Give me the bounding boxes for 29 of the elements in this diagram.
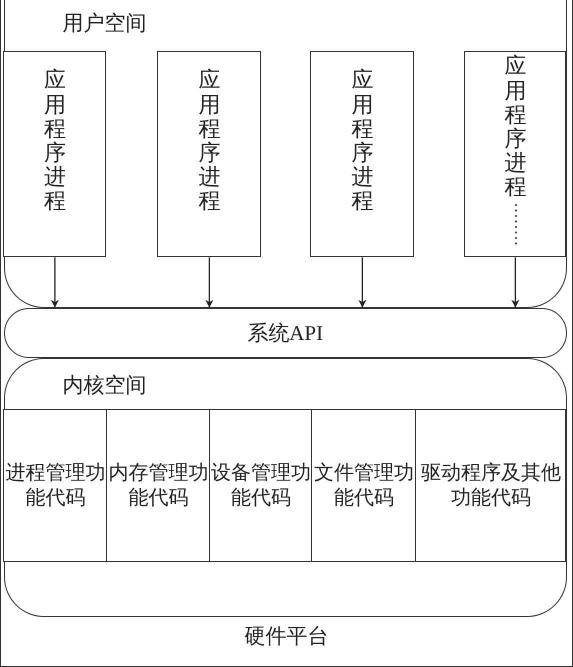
module-cell (415, 409, 566, 562)
module-label: 设备管理功能代码 (210, 460, 312, 511)
panel-heading: 用户空间 (62, 10, 147, 37)
process-box (310, 51, 414, 258)
module-cell (209, 409, 312, 562)
arrow (358, 257, 366, 308)
module-label: 驱动程序及其他功能代码 (420, 460, 562, 511)
process-label: 应用程序进程 (351, 68, 374, 214)
process-label: 应用程序进程 (198, 68, 220, 214)
process-label: 应用程序进程 (504, 54, 526, 200)
module-cell (106, 409, 210, 562)
panel-heading: 内核空间 (62, 372, 147, 399)
system-api-band (4, 308, 567, 358)
arrow (50, 257, 59, 308)
module-label: 进程管理功能代码 (4, 460, 106, 511)
layer-label: 系统API (247, 320, 324, 347)
module-label: 文件管理功能代码 (312, 460, 415, 511)
process-box (157, 51, 262, 258)
arrow (205, 257, 214, 308)
module-cell (3, 409, 108, 562)
process-box (464, 51, 566, 258)
user-space-panel (4, 0, 567, 308)
module-label: 内存管理功能代码 (107, 460, 210, 511)
kernel-space-panel (4, 358, 567, 617)
module-cell (311, 409, 416, 562)
layer-label: 硬件平台 (244, 623, 328, 650)
process-box (3, 51, 106, 258)
arrow (511, 257, 520, 308)
process-label: 应用程序进程 (44, 68, 66, 214)
